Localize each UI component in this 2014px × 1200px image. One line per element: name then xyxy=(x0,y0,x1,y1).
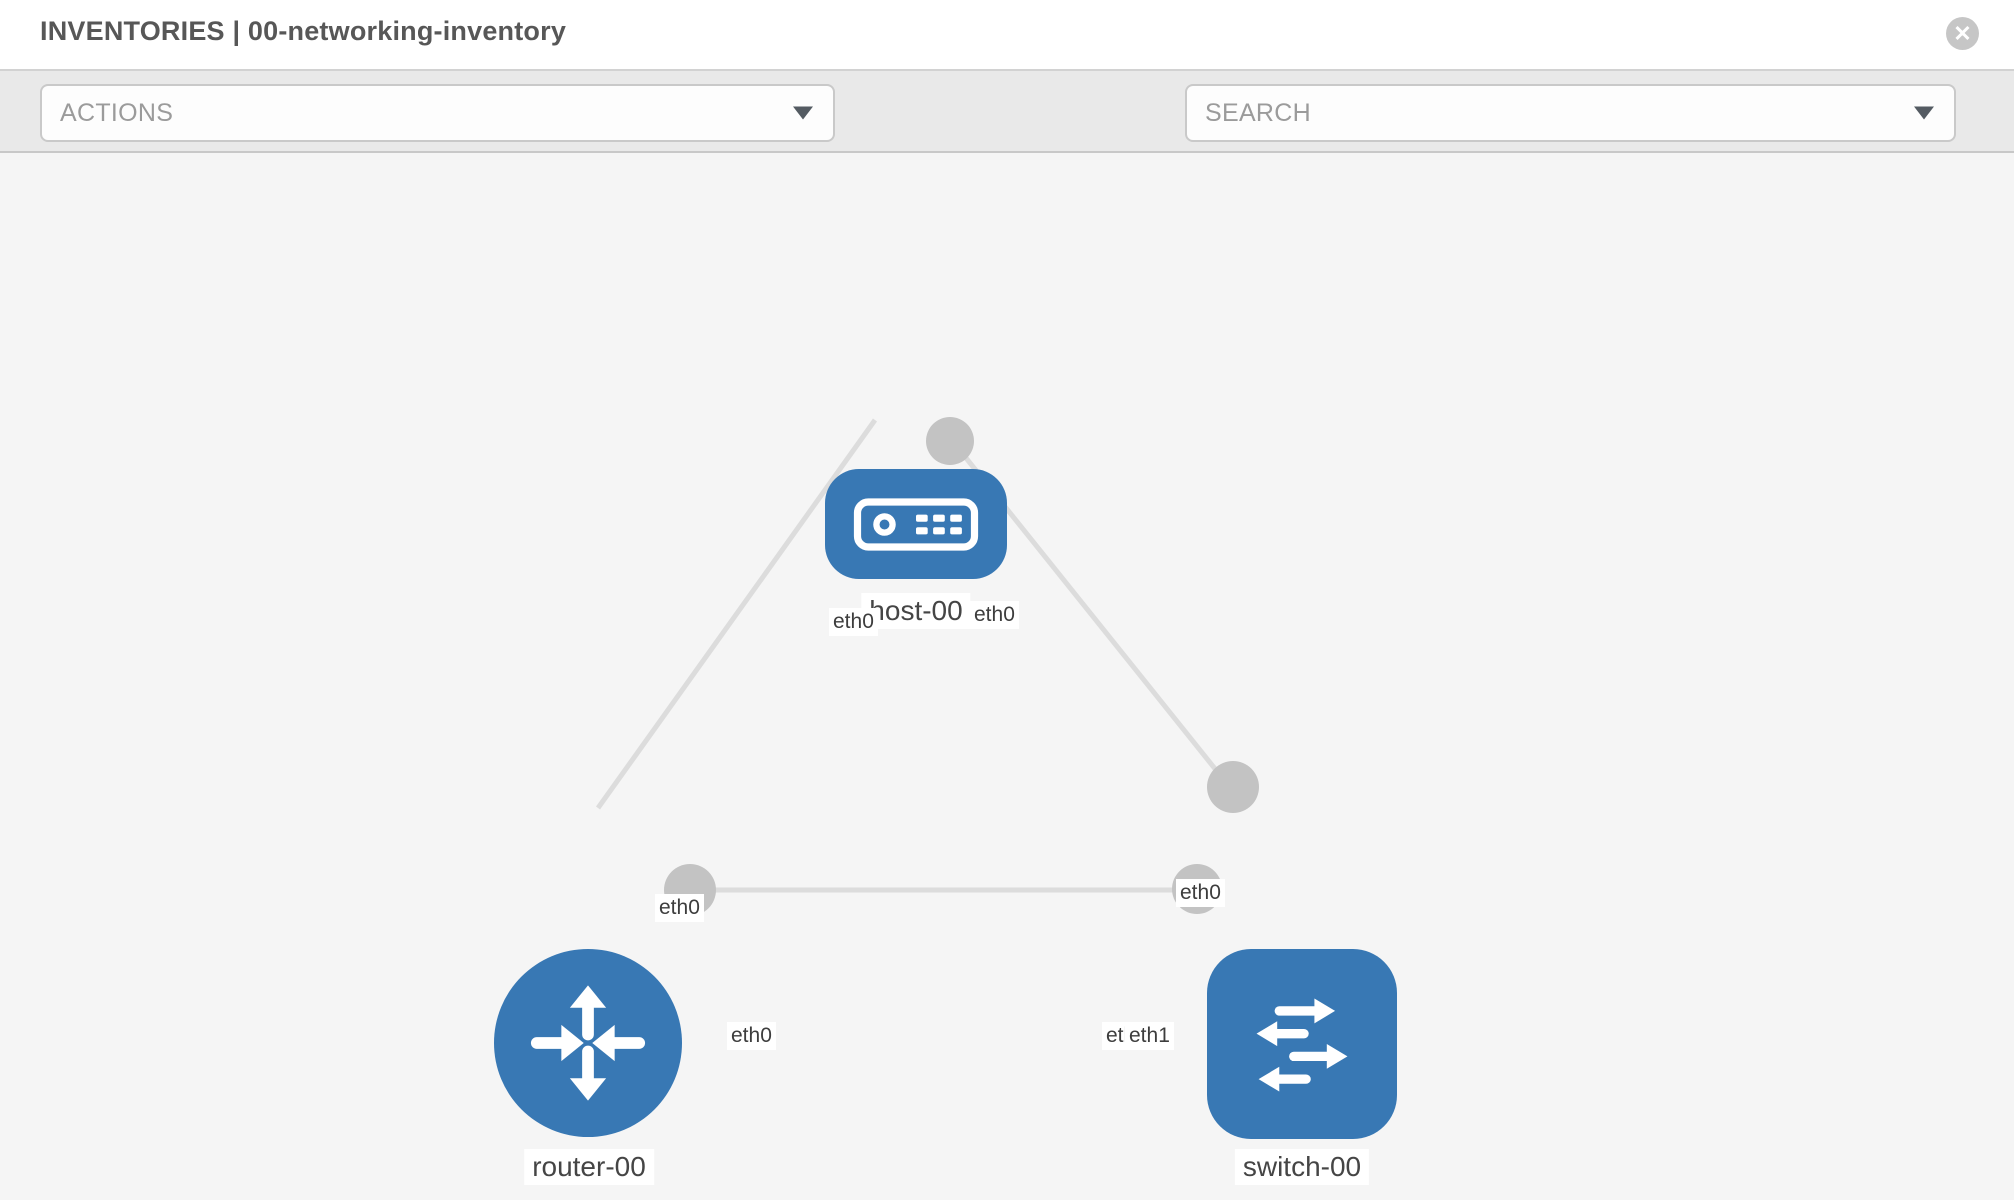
node-host-00[interactable] xyxy=(825,469,1007,579)
if-label-switch-eth0-top: eth0 xyxy=(1176,879,1225,908)
interface-dot-switch-top[interactable] xyxy=(1207,761,1259,813)
if-label-router-eth0-right: eth0 xyxy=(727,1022,776,1051)
page-title: INVENTORIES | 00-networking-inventory xyxy=(40,16,567,46)
close-button[interactable]: ✕ xyxy=(1946,17,1979,50)
search-dropdown-label: SEARCH xyxy=(1205,98,1311,127)
chevron-down-icon xyxy=(1914,106,1934,120)
toolbar: ACTIONS SEARCH xyxy=(0,71,2014,203)
close-icon: ✕ xyxy=(1953,20,1972,46)
host-icon xyxy=(853,497,979,551)
if-label-host-eth0-right: eth0 xyxy=(970,601,1019,630)
node-label-switch: switch-00 xyxy=(1234,1149,1370,1185)
actions-dropdown-label: ACTIONS xyxy=(60,98,174,127)
topology-links-layer xyxy=(595,417,1259,916)
header-bar: INVENTORIES | 00-networking-inventory ✕ xyxy=(0,0,2014,71)
chevron-down-icon xyxy=(793,106,813,120)
if-label-host-eth0-left: eth0 xyxy=(829,608,878,637)
router-icon xyxy=(530,985,646,1101)
node-label-router: router-00 xyxy=(524,1149,654,1185)
switch-icon xyxy=(1256,998,1348,1092)
node-switch-00[interactable] xyxy=(1207,949,1397,1139)
search-dropdown[interactable]: SEARCH xyxy=(1185,84,1956,142)
node-router-00[interactable] xyxy=(494,949,682,1137)
if-label-switch-eth1: eth1 xyxy=(1125,1022,1174,1051)
interface-dot-host[interactable] xyxy=(926,417,974,465)
if-label-router-eth0-top: eth0 xyxy=(655,894,704,923)
node-label-host: host-00 xyxy=(861,593,971,629)
actions-dropdown[interactable]: ACTIONS xyxy=(40,84,835,142)
topology-canvas[interactable]: host-00 router-00 switch-00 eth0 eth0 et… xyxy=(0,153,2014,1200)
